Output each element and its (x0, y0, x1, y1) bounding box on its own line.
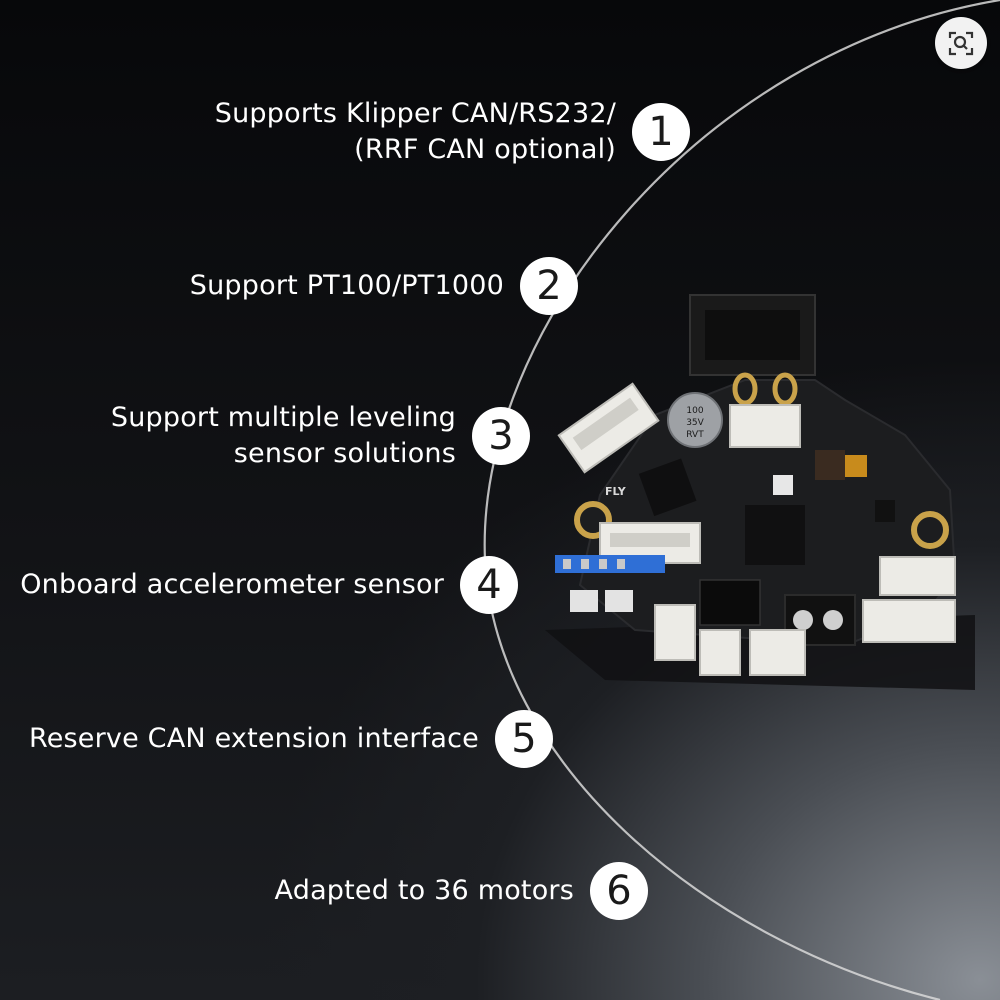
capacitor-label-3: RVT (686, 430, 704, 440)
feature-item-2: Support PT100/PT1000 2 (190, 257, 578, 315)
image-search-button[interactable] (935, 17, 987, 69)
feature-item-3: Support multiple leveling sensor solutio… (111, 400, 530, 472)
number-badge: 4 (460, 556, 518, 614)
feature-text: Adapted to 36 motors (274, 875, 574, 906)
capacitor-label-2: 35V (686, 418, 704, 428)
image-search-icon (948, 31, 974, 56)
feature-text: Reserve CAN extension interface (28, 723, 479, 754)
feature-item-1: Supports Klipper CAN/RS232/ (RRF CAN opt… (215, 96, 690, 168)
feature-item-4: Onboard accelerometer sensor 4 (20, 556, 518, 614)
number-badge: 5 (495, 710, 553, 768)
feature-text: Support PT100/PT1000 (189, 270, 504, 301)
number-badge: 1 (632, 103, 690, 161)
feature-text: Support multiple leveling sensor solutio… (110, 402, 456, 469)
number-badge: 6 (590, 862, 648, 920)
fly-logo: FLY (605, 485, 627, 498)
feature-text: Onboard accelerometer sensor (20, 569, 444, 600)
capacitor-label-1: 100 (686, 406, 703, 416)
number-badge: 3 (472, 407, 530, 465)
feature-item-6: Adapted to 36 motors 6 (275, 862, 648, 920)
fly-board-image: 100 35V RVT FLY (545, 285, 975, 699)
feature-item-5: Reserve CAN extension interface 5 (29, 710, 553, 768)
feature-text: Supports Klipper CAN/RS232/ (RRF CAN opt… (214, 98, 616, 165)
number-badge: 2 (520, 257, 578, 315)
